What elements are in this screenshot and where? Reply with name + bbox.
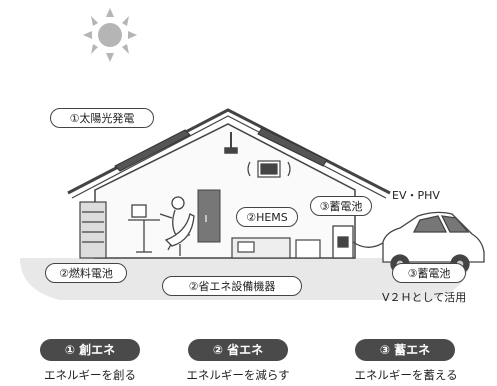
- label-ev: EV・PHV: [392, 189, 440, 202]
- desc-create-energy: エネルギーを創る: [44, 368, 136, 382]
- label-fuel-cell: ②燃料電池: [45, 263, 127, 283]
- label-battery-home: ③蓄電池: [310, 196, 372, 216]
- label-battery-car: ③蓄電池: [392, 263, 466, 283]
- label-v2h: V２Ｈとして活用: [382, 291, 467, 304]
- label-efficient-equipment: ②省エネ設備機器: [162, 276, 302, 296]
- ev-car-icon: [382, 211, 485, 274]
- fuel-cell-unit-icon: [79, 201, 107, 259]
- home-battery-icon: [332, 225, 354, 259]
- interior-door: [197, 189, 221, 243]
- badge-create-energy: ① 創エネ: [40, 339, 140, 361]
- hems-monitor-icon: [247, 160, 291, 178]
- sun-icon: [83, 8, 137, 62]
- desc-store-energy: エネルギーを蓄える: [354, 368, 458, 382]
- appliance-icon: [231, 237, 321, 259]
- solar-panel-icon: [114, 127, 328, 172]
- label-solar: ①太陽光発電: [50, 108, 154, 128]
- badge-store-energy: ③ 蓄エネ: [355, 339, 455, 361]
- person-at-desk-icon: [128, 196, 195, 256]
- desc-save-energy: エネルギーを減らす: [186, 368, 290, 382]
- badge-save-energy: ② 省エネ: [188, 339, 288, 361]
- label-hems: ②HEMS: [236, 207, 298, 227]
